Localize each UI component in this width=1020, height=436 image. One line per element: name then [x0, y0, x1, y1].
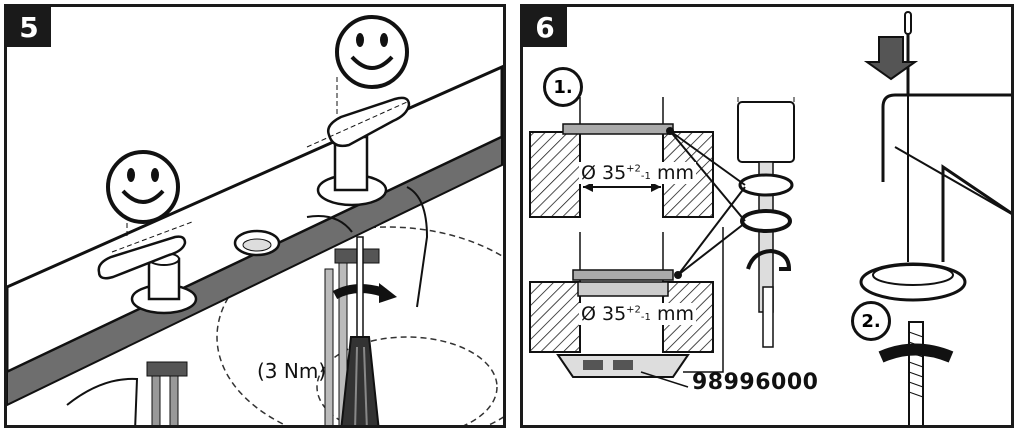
step-6-panel: 6: [520, 4, 1014, 428]
step-5-panel: 5: [4, 4, 506, 428]
right-handle: [306, 77, 411, 207]
part-number-label: 98996000: [692, 370, 819, 395]
diameter-dimension-bottom: Ø 35+2-1 mm: [579, 303, 696, 325]
diameter-dimension-top: Ø 35+2-1 mm: [579, 162, 696, 184]
smiley-face-icon: [335, 15, 409, 89]
callout-step-2: 2.: [851, 301, 891, 341]
step-5-illustration: [7, 15, 503, 425]
step-6-illustration: [529, 11, 1011, 425]
screwdriver-icon: [340, 236, 380, 425]
down-arrow-icon: [863, 36, 919, 81]
step-number-badge: 6: [523, 7, 567, 47]
smiley-face-icon: [106, 150, 180, 224]
rotation-arrow-icon: [878, 343, 954, 363]
callout-step-1: 1.: [543, 67, 583, 107]
left-handle: [97, 207, 198, 315]
step-number-badge: 5: [7, 7, 51, 47]
torque-label: (3 Nm): [257, 359, 327, 383]
